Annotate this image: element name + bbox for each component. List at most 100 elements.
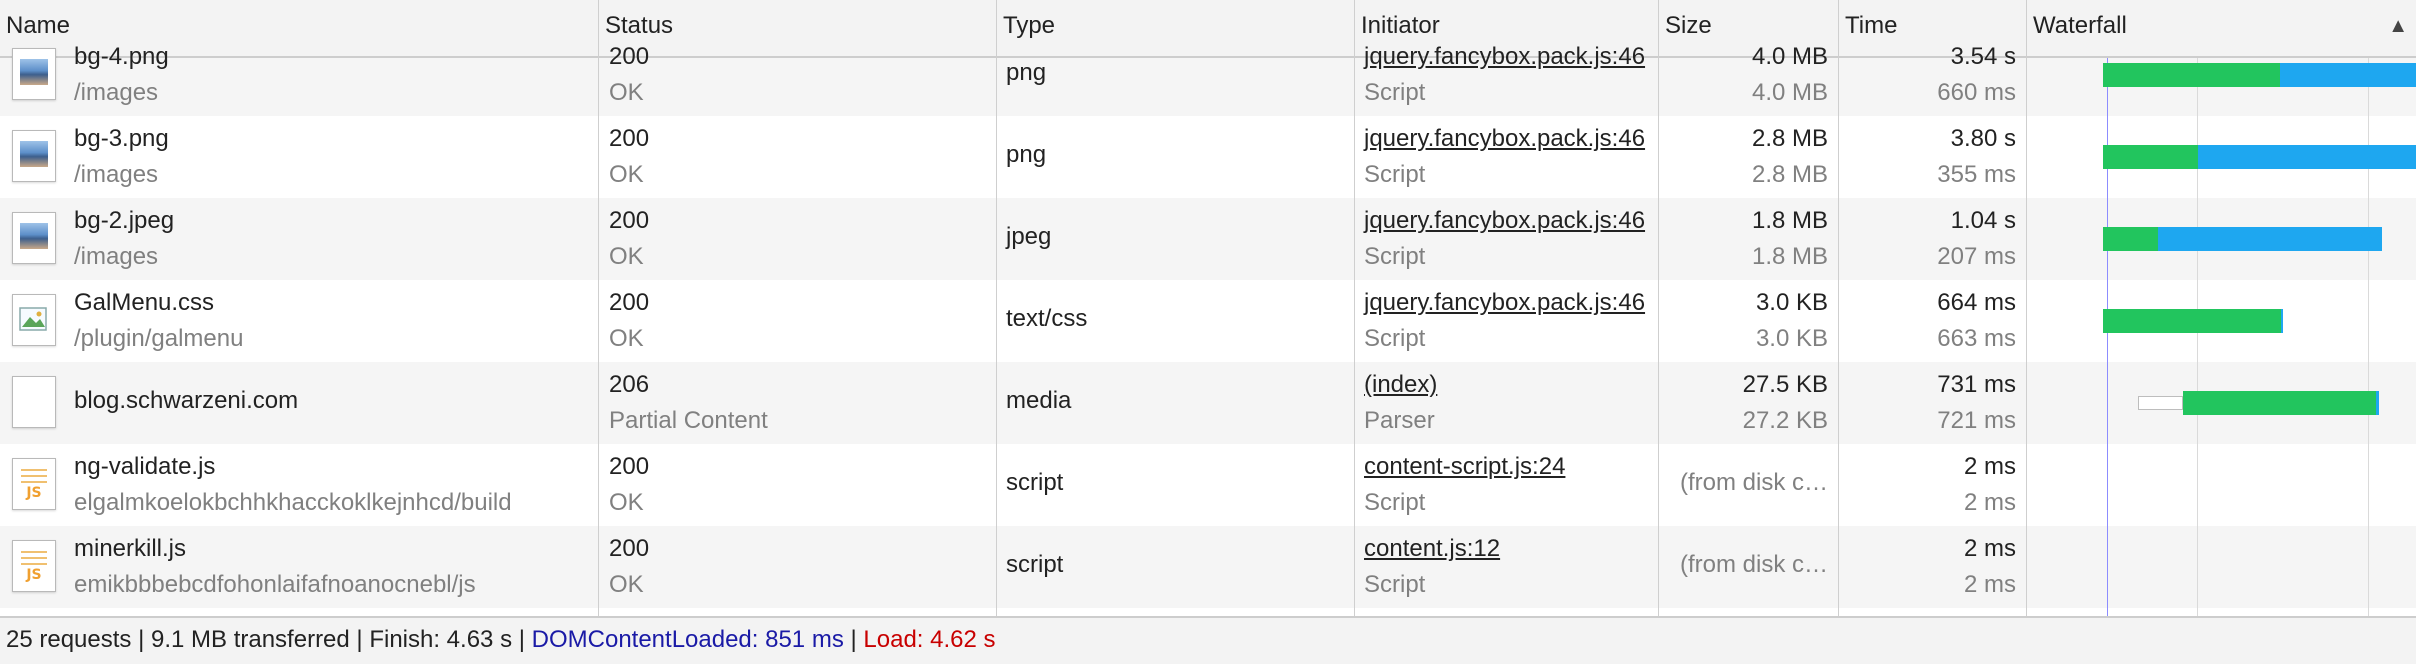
blank-document-icon: [12, 376, 56, 428]
js-file-line: [21, 481, 47, 483]
request-name[interactable]: bg-4.png: [74, 43, 169, 70]
summary-bar: 25 requests | 9.1 MB transferred | Finis…: [0, 616, 2416, 664]
header-initiator[interactable]: Initiator: [1361, 12, 1440, 39]
initiator-type: Script: [1364, 243, 1426, 270]
request-name[interactable]: GalMenu.css: [74, 289, 215, 316]
request-name[interactable]: minerkill.js: [74, 535, 187, 562]
column-divider[interactable]: [598, 0, 599, 616]
latency-time: 355 ms: [1937, 161, 2016, 188]
total-time: 3.80 s: [1950, 125, 2016, 152]
column-divider[interactable]: [2026, 0, 2027, 616]
waterfall-download-segment[interactable]: [2279, 63, 2416, 87]
request-row[interactable]: [0, 362, 2416, 444]
column-divider[interactable]: [1838, 0, 1839, 616]
initiator-link[interactable]: jquery.fancybox.pack.js:46: [1364, 43, 1646, 70]
content-size: 27.2 KB: [1742, 407, 1828, 434]
name-cell[interactable]: GalMenu.css/plugin/galmenu: [0, 280, 598, 362]
name-cell[interactable]: bg-2.jpeg/images: [0, 198, 598, 280]
initiator-link[interactable]: jquery.fancybox.pack.js:46: [1364, 125, 1646, 152]
request-row[interactable]: [0, 198, 2416, 280]
latency-time: 663 ms: [1937, 325, 2016, 352]
initiator-link[interactable]: jquery.fancybox.pack.js:46: [1364, 289, 1646, 316]
broken-image-glyph: [19, 307, 47, 331]
waterfall-download-segment[interactable]: [2158, 227, 2382, 251]
waterfall-download-segment[interactable]: [2280, 309, 2283, 333]
transfer-size: 27.5 KB: [1742, 371, 1828, 398]
request-name[interactable]: bg-2.jpeg: [74, 207, 175, 234]
header-time[interactable]: Time: [1845, 12, 1898, 39]
load-time: Load: 4.62 s: [863, 626, 996, 653]
thumbnail-picture: [20, 59, 48, 85]
request-row[interactable]: [0, 526, 2416, 608]
header-status[interactable]: Status: [605, 12, 674, 39]
waterfall-download-segment[interactable]: [2376, 391, 2380, 415]
finish-time: Finish: 4.63 s: [369, 626, 513, 653]
name-cell[interactable]: bg-4.png/images: [0, 34, 598, 116]
waterfall-waiting-segment[interactable]: [2103, 63, 2280, 87]
initiator-link[interactable]: jquery.fancybox.pack.js:46: [1364, 207, 1646, 234]
column-divider[interactable]: [996, 0, 997, 616]
waterfall-queued-segment[interactable]: [2137, 396, 2184, 410]
type-cell: png: [997, 116, 1354, 198]
name-cell[interactable]: blog.schwarzeni.com: [0, 362, 598, 444]
dom-content-loaded-time: DOMContentLoaded: 851 ms: [531, 626, 844, 653]
resource-type: script: [1006, 469, 1064, 496]
summary-separator: |: [349, 626, 370, 653]
name-cell[interactable]: bg-3.png/images: [0, 116, 598, 198]
header-name[interactable]: Name: [6, 12, 71, 39]
resource-type: script: [1006, 551, 1064, 578]
type-cell: jpeg: [997, 198, 1354, 280]
waterfall-waiting-segment[interactable]: [2183, 391, 2377, 415]
initiator-type: Script: [1364, 79, 1426, 106]
resource-type: png: [1006, 59, 1047, 86]
waterfall-waiting-segment[interactable]: [2103, 309, 2281, 333]
waterfall-waiting-segment[interactable]: [2103, 145, 2199, 169]
size-cell: 27.5 KB 27.2 KB: [1659, 362, 1838, 444]
request-path: /images: [74, 161, 159, 188]
initiator-link[interactable]: content.js:12: [1364, 535, 1501, 562]
dom-content-loaded-marker: [2107, 58, 2108, 616]
type-cell: script: [997, 526, 1354, 608]
column-divider[interactable]: [1354, 0, 1355, 616]
image-thumbnail-icon: [12, 212, 56, 264]
initiator-link[interactable]: content-script.js:24: [1364, 453, 1566, 480]
header-type[interactable]: Type: [1003, 12, 1056, 39]
request-name[interactable]: ng-validate.js: [74, 453, 216, 480]
size-cell: (from disk c…: [1659, 444, 1838, 526]
size-cell: (from disk c…: [1659, 526, 1838, 608]
request-row[interactable]: [0, 58, 2416, 116]
type-cell: png: [997, 34, 1354, 116]
header-waterfall[interactable]: Waterfall ▲: [2027, 0, 2416, 56]
waterfall-download-segment[interactable]: [2198, 145, 2416, 169]
image-thumbnail-icon: [12, 130, 56, 182]
sort-ascending-icon[interactable]: ▲: [2388, 15, 2408, 37]
waterfall-waiting-segment[interactable]: [2103, 227, 2159, 251]
header-size[interactable]: Size: [1665, 12, 1712, 39]
request-name[interactable]: bg-3.png: [74, 125, 169, 152]
initiator-type: Script: [1364, 571, 1426, 598]
total-time: 2 ms: [1963, 453, 2016, 480]
total-time: 1.04 s: [1950, 207, 2016, 234]
content-size: 4.0 MB: [1751, 79, 1828, 106]
initiator-type: Script: [1364, 161, 1426, 188]
waterfall-gridline: [2197, 58, 2198, 616]
request-name[interactable]: blog.schwarzeni.com: [74, 387, 299, 414]
thumbnail-picture: [20, 141, 48, 167]
js-label-glyph: JS: [26, 567, 42, 583]
column-divider[interactable]: [1658, 0, 1659, 616]
initiator-link[interactable]: (index): [1364, 371, 1438, 398]
